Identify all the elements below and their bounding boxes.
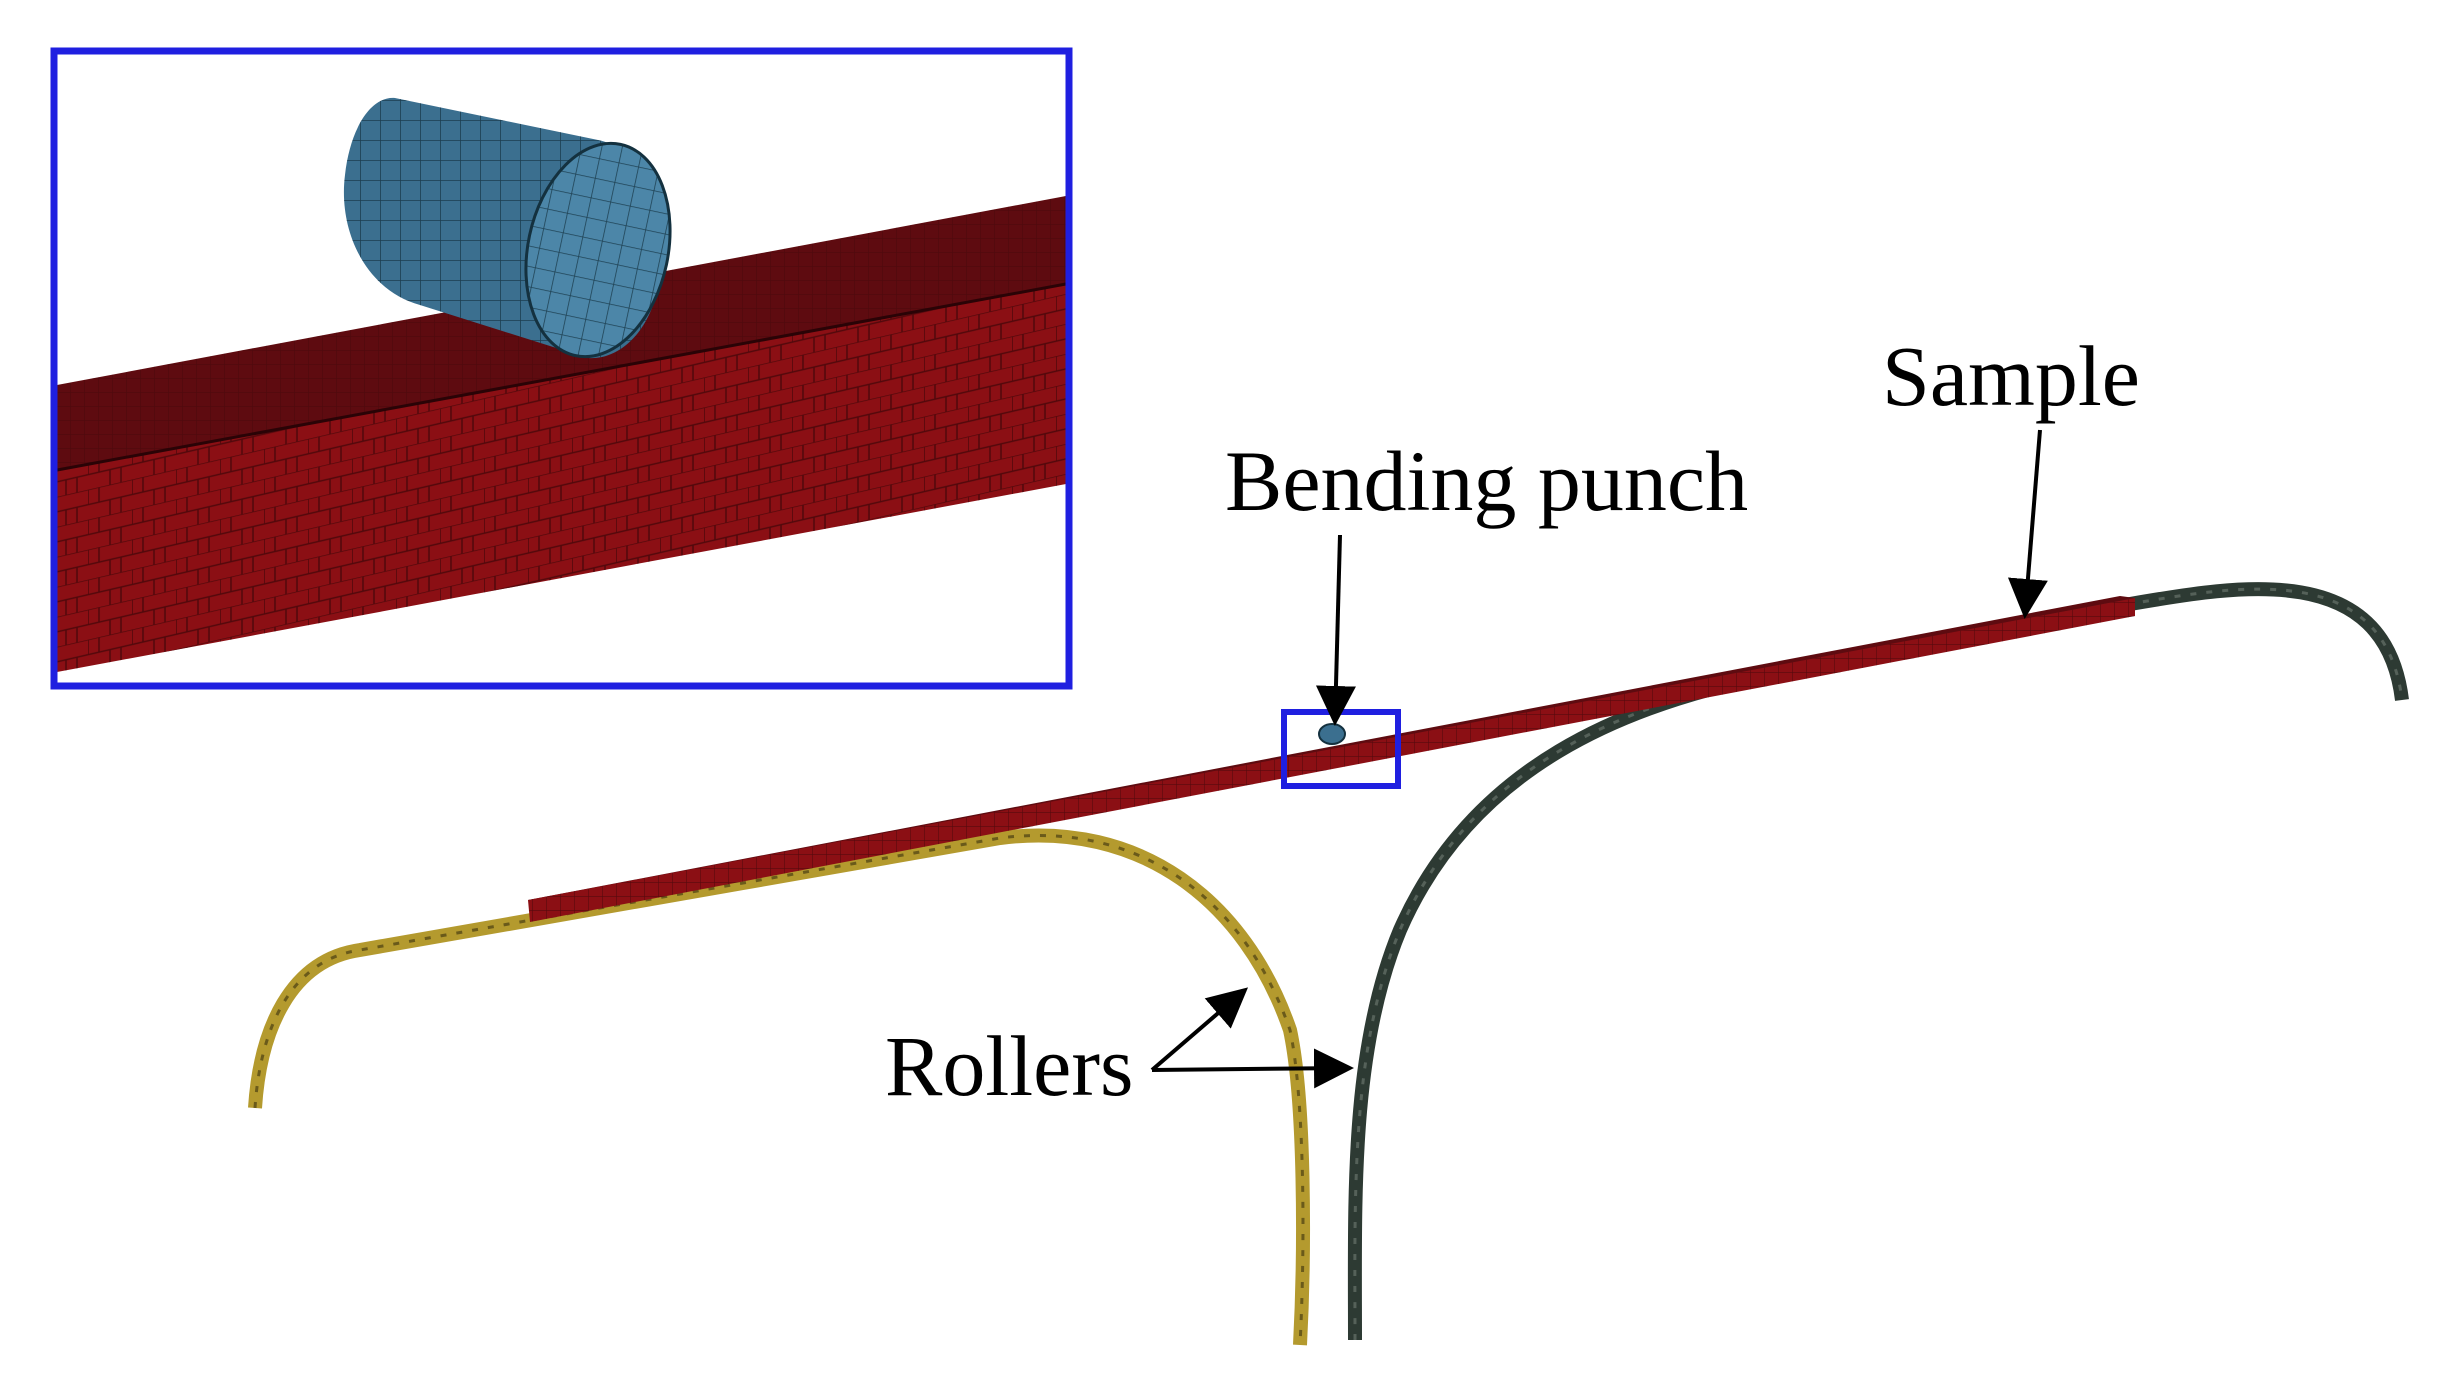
- bending-punch-label: Bending punch: [1225, 433, 1748, 529]
- inset-frame: [50, 47, 1073, 690]
- inset-bar-side-mesh: [57, 284, 1066, 672]
- arrow-rollers-left: [1150, 987, 1249, 1072]
- arrow-rollers-right: [1151, 1048, 1354, 1089]
- inset-bar-edge: [57, 282, 1066, 472]
- sample-bar: [528, 596, 2135, 922]
- inset-punch-end-mesh: [525, 143, 671, 357]
- sample-bar-mesh: [528, 598, 2135, 922]
- inset-punch: [343, 97, 672, 359]
- arrow-bending-punch: [1315, 534, 1356, 726]
- arrow-sample: [2007, 429, 2048, 619]
- sample-label: Sample: [1882, 328, 2140, 424]
- right-roller: [1347, 582, 2409, 1341]
- punch-small: [1318, 723, 1346, 745]
- left-roller: [248, 828, 1310, 1346]
- rollers-label: Rollers: [885, 1018, 1133, 1114]
- left-roller-shade: [253, 833, 1305, 1346]
- right-roller-outer: [1347, 582, 2409, 1341]
- leader-arrows: [1150, 429, 2048, 1089]
- inset-detail: [50, 47, 1073, 690]
- left-roller-outer: [248, 828, 1310, 1346]
- right-roller-shade: [1353, 587, 2404, 1341]
